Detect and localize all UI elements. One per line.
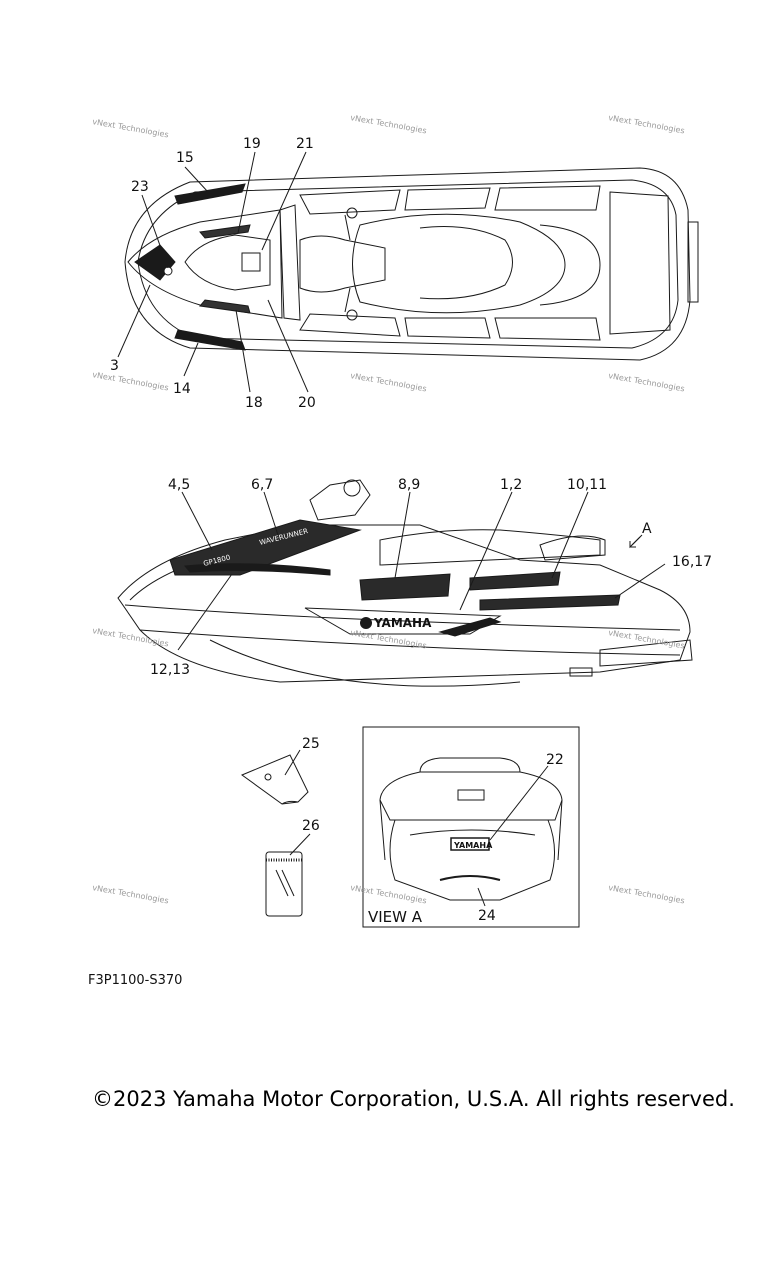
callout-15: 15: [176, 150, 194, 166]
diagram-code: F3P1100-S370: [88, 973, 183, 988]
callout-18: 18: [245, 395, 263, 411]
watermark-text: vNext Technologies: [350, 628, 428, 650]
view-a-letter: A: [642, 521, 652, 537]
callout-4-5: 4,5: [168, 477, 190, 493]
callout-14: 14: [173, 381, 191, 397]
callout-19: 19: [243, 136, 261, 152]
callout-20: 20: [298, 395, 316, 411]
watermarks: vNext Technologies vNext Technologies vN…: [92, 113, 686, 905]
brand-logo-text: YAMAHA: [373, 616, 432, 630]
copyright-notice: ©2023 Yamaha Motor Corporation, U.S.A. A…: [92, 1087, 735, 1111]
watermark-text: vNext Technologies: [608, 883, 686, 905]
top-view-watercraft: [124, 167, 699, 361]
leader-22: [489, 765, 549, 841]
callout-12-13: 12,13: [150, 662, 190, 678]
view-a-box: [362, 726, 580, 928]
callout-22: 22: [546, 752, 564, 768]
callout-8-9: 8,9: [398, 477, 420, 493]
watermark-text: vNext Technologies: [350, 883, 428, 905]
callout-1-2: 1,2: [500, 477, 522, 493]
watermark-text: vNext Technologies: [92, 626, 170, 648]
part-25-pouch: [240, 754, 309, 805]
watermark-text: vNext Technologies: [92, 883, 170, 905]
view-a-rear-watercraft: [379, 757, 563, 901]
watermark-text: vNext Technologies: [350, 113, 428, 135]
top-view-leader-lines: [117, 151, 309, 393]
view-a-arrow-icon: [629, 534, 643, 549]
callout-6-7: 6,7: [251, 477, 273, 493]
callout-21: 21: [296, 136, 314, 152]
watermark-text: vNext Technologies: [92, 117, 170, 139]
view-a-yamaha-badge: [450, 837, 490, 851]
watermark-text: vNext Technologies: [608, 628, 686, 650]
part-26-document-holder: [265, 851, 303, 917]
watermark-text: vNext Technologies: [608, 113, 686, 135]
watermark-text: vNext Technologies: [92, 370, 170, 392]
callout-24: 24: [478, 908, 496, 924]
callout-26: 26: [302, 818, 320, 834]
callout-23: 23: [131, 179, 149, 195]
watermark-text: vNext Technologies: [608, 371, 686, 393]
leader-26: [289, 833, 311, 856]
callout-16-17: 16,17: [672, 554, 712, 570]
leader-24: [477, 887, 486, 907]
side-view-watercraft: [117, 479, 693, 687]
view-a-label: VIEW A: [368, 908, 423, 926]
watermark-text: vNext Technologies: [350, 371, 428, 393]
side-view-leader-lines: [177, 491, 666, 651]
view-a-badge-text: YAMAHA: [453, 841, 493, 850]
callout-10-11: 10,11: [567, 477, 607, 493]
leader-25: [284, 749, 301, 776]
callout-3: 3: [110, 358, 119, 374]
yamaha-emblem-icon: [360, 617, 372, 629]
callout-25: 25: [302, 736, 320, 752]
